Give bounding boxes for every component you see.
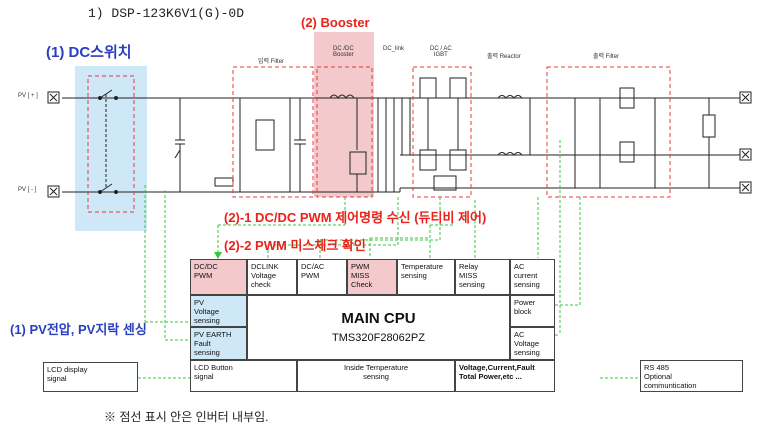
- inside-temperature-block: Inside Temperature sensing: [297, 360, 455, 392]
- booster-annotation: (2) Booster: [301, 15, 370, 30]
- cpu-model: TMS320F28062PZ: [332, 332, 425, 344]
- ac-voltage-block: AC Voltage sensing: [510, 327, 555, 360]
- ac-current-block: AC current sensing: [510, 259, 555, 295]
- lcd-button-block: LCD Button signal: [190, 360, 297, 392]
- dc-switch-contacts: [98, 89, 118, 194]
- input-components: [174, 98, 306, 192]
- page-heading: 1) DSP-123K6V1(G)-0D: [88, 6, 245, 21]
- pv-terminals: [47, 91, 60, 198]
- power-block: Power block: [510, 295, 555, 327]
- pv-minus-label: PV [ - ]: [18, 187, 37, 193]
- lcd-display-block: LCD display signal: [43, 362, 138, 392]
- output-filter-label: 출력 Filter: [593, 54, 620, 60]
- dc-switch-highlight: [75, 66, 147, 231]
- dc-link-capacitors: [377, 98, 411, 192]
- temperature-sensing-block: Temperature sensing: [397, 259, 455, 295]
- dclink-voltage-block: DCLINK Voltage check: [247, 259, 297, 295]
- dc-ac-igbt-label: DC / AC IGBT: [430, 46, 452, 58]
- footnote: ※ 점선 표시 안은 인버터 내부임.: [104, 410, 269, 424]
- main-cpu-block: MAIN CPU TMS320F28062PZ: [247, 295, 510, 360]
- pv-earth-block: PV EARTH Fault sensing: [190, 327, 247, 360]
- output-filter-components: [497, 87, 716, 188]
- pwm-check-annotation: (2)-2 PWM 미스체크 확인: [224, 238, 366, 253]
- voltage-current-block: Voltage,Current,Fault Total Power,etc ..…: [455, 360, 555, 392]
- power-rails: [62, 97, 740, 193]
- dcdc-pwm-block: DC/DC PWM: [190, 259, 247, 295]
- relay-miss-block: Relay MISS sensing: [455, 259, 510, 295]
- signal-lines: [138, 140, 640, 379]
- dcdc-booster-label: DC /DC Booster: [333, 46, 354, 58]
- booster-components: [329, 94, 367, 192]
- pv-plus-label: PV [ + ]: [18, 93, 38, 99]
- output-reactor-label: 출력 Reactor: [487, 54, 521, 60]
- pwm-command-annotation: (2)-1 DC/DC PWM 제어명령 수신 (듀티비 제어): [224, 210, 487, 225]
- main-cpu-title: MAIN CPU: [341, 310, 416, 327]
- igbt-bridge: [419, 77, 467, 191]
- booster-highlight: [314, 32, 374, 197]
- pv-voltage-block: PV Voltage sensing: [190, 295, 247, 327]
- dcac-pwm-block: DC/AC PWM: [297, 259, 347, 295]
- pv-sensing-annotation: (1) PV전압, PV지락 센싱: [10, 322, 147, 337]
- ac-terminals: [739, 91, 752, 194]
- input-filter-label: 입력 Filter: [258, 59, 285, 65]
- dc-link-label: DC_link: [383, 46, 405, 52]
- pwm-miss-block: PWM MISS Check: [347, 259, 397, 295]
- dc-switch-annotation: (1) DC스위치: [46, 44, 132, 61]
- rs485-block: RS 485 Optional communtication: [640, 360, 743, 392]
